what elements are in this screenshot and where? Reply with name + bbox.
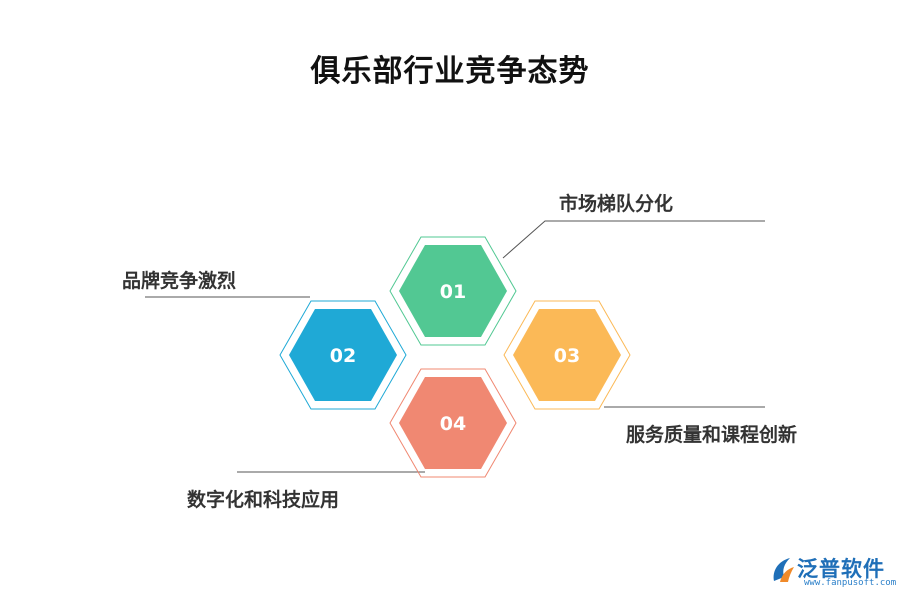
item-label-04: 数字化和科技应用: [187, 489, 340, 511]
item-label-01: 市场梯队分化: [559, 193, 674, 215]
hexagon-02-outline: [279, 300, 407, 410]
hexagon-01-fill: [399, 245, 507, 337]
hexagon-03: 03: [503, 300, 631, 410]
hexagon-02-number: 02: [330, 345, 356, 367]
hexagon-04: 04: [389, 368, 517, 478]
hexagon-02: 02: [279, 300, 407, 410]
item-label-02: 品牌竞争激烈: [122, 270, 237, 292]
hexagon-01-outline: [389, 236, 517, 346]
hexagon-04-number: 04: [440, 413, 466, 435]
logo-url: www.fanpusoft.com: [804, 578, 897, 588]
item-label-03: 服务质量和课程创新: [626, 424, 798, 446]
hexagon-03-number: 03: [554, 345, 580, 367]
hexagon-04-fill: [399, 377, 507, 469]
connector-line-01: [502, 220, 765, 259]
connector-lines: [145, 220, 765, 473]
page-title: 俱乐部行业竞争态势: [310, 54, 590, 89]
hexagon-04-outline: [389, 368, 517, 478]
brand-logo: 泛普软件 www.fanpusoft.com: [770, 553, 897, 593]
hexagon-01-number: 01: [440, 281, 466, 303]
logo-name: 泛普软件: [797, 557, 885, 581]
hexagon-01: 01: [389, 236, 517, 346]
hexagon-03-fill: [513, 309, 621, 401]
logo-mark-icon: [773, 558, 794, 582]
hexagon-03-outline: [503, 300, 631, 410]
hexagon-02-fill: [289, 309, 397, 401]
